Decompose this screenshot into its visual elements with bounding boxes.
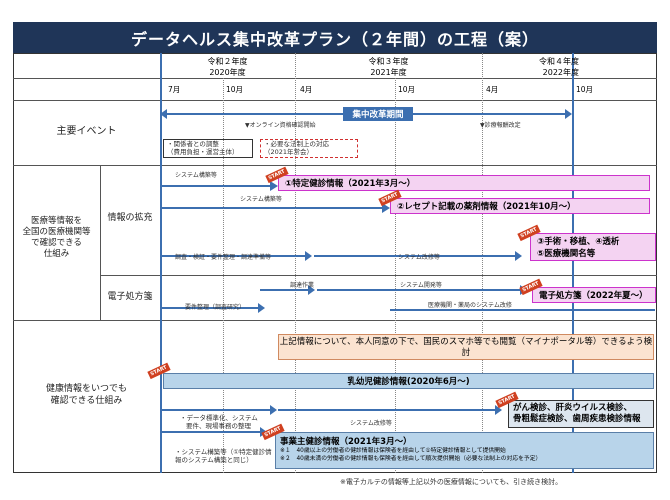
coordination-box: ・関係者との調整 （費用負担・運営主体） — [163, 139, 253, 158]
info-item-1: ①特定健診情報（2021年3月～） — [278, 175, 650, 191]
grid-line — [482, 53, 483, 473]
page-title: データヘルス集中改革プラン（２年間）の工程（案） — [13, 22, 657, 53]
month-label: 10月 — [398, 85, 416, 94]
cancer-line-2: 骨粗鬆症検診、歯周疾患検診情報 — [513, 414, 641, 424]
diagram-frame — [13, 53, 657, 473]
reform-period-label: 集中改革期間 — [343, 107, 413, 121]
grid-line — [13, 100, 657, 101]
sys-dev-label: システム開発等 — [400, 282, 442, 289]
info-item-5: ⑤医療機関名等 — [537, 249, 596, 259]
year-label: 2022年度 — [542, 68, 579, 77]
health-note-box: 上記情報について、本人同意の下で、国民のスマホ等でも閲覧（マイナポータル等）でき… — [278, 334, 654, 360]
grid-line — [13, 320, 657, 321]
online-start-label: ▼オンライン資格確認開始 — [245, 122, 316, 129]
info-item-3: ③手術・移植、④透析 — [537, 237, 620, 247]
standard-label-2: 要件、現場事務の整理 — [186, 422, 251, 430]
verify-label: 調達作業 — [290, 282, 315, 289]
info-item-3-5: ③手術・移植、④透析 ⑤医療機関名等 — [530, 233, 656, 261]
cancer-line-1: がん検診、肝炎ウイルス検診、 — [513, 403, 633, 413]
workplace-health-box: 事業主健診情報（2021年3月～） ※１ 40歳以上の労働者の健診情報は保険者を… — [275, 432, 654, 469]
category-health-info: 健康情報をいつでも 確認できる仕組み — [45, 384, 127, 406]
info-expand-arrows — [160, 181, 522, 261]
sys-mod-label: システム改修等 — [398, 254, 440, 261]
grid-line — [295, 53, 296, 473]
cancer-screening-box: がん検診、肝炎ウイルス検診、 骨粗鬆症検診、歯周疾患検診情報 — [508, 400, 654, 428]
workplace-note-2: ※２ 40歳未満の労働者の健診情報も保険者を経由して順次提供開始（必要な法制上の… — [280, 456, 542, 462]
infant-health-bar: 乳幼児健診情報(2020年6月～) — [163, 373, 654, 389]
year-label: 2020年度 — [209, 68, 246, 77]
remuneration-label: ▼診療報酬改定 — [480, 122, 521, 129]
year-header-2022: 令和４年度 2022年度 — [482, 56, 657, 78]
category-e-prescription: 電子処方箋 — [107, 292, 153, 302]
workplace-note-1: ※１ 40歳以上の労働者の健診情報は保険者を経由して①特定健診情報として提供開始 — [280, 448, 506, 454]
month-label: 10月 — [576, 85, 594, 94]
footnote: ※電子カルテの情報等上記以外の医療情報についても、引き続き検討。 — [340, 478, 563, 486]
category-medical-info: 医療等情報を 全国の医療機関等 で確認できる 仕組み — [22, 216, 91, 259]
year-era: 令和４年度 — [539, 57, 579, 66]
sys-build-label: システム構築等 — [240, 196, 282, 203]
category-info-expand: 情報の拡充 — [107, 213, 153, 223]
grid-line — [100, 165, 101, 320]
req-label: 要件整理（調査研究） — [185, 304, 246, 311]
info-item-2: ②レセプト記載の薬剤情報（2021年10月～） — [390, 198, 650, 214]
grid-line — [100, 275, 657, 276]
year-era: 令和３年度 — [368, 57, 409, 66]
grid-line — [13, 78, 657, 79]
year-label: 2021年度 — [370, 68, 407, 77]
period-start-line — [160, 53, 162, 473]
sys-mod-label: システム改修等 — [350, 420, 392, 427]
workplace-title: 事業主健診情報（2021年3月～） — [280, 437, 412, 447]
month-label: 4月 — [486, 85, 499, 94]
e-prescription-box: 電子処方箋（2022年夏～） — [532, 287, 656, 303]
sys-build-note: ・システム構築等（①特定健診情報のシステム構築と同じ） — [175, 448, 272, 464]
deploy-label: 医療機関・薬局のシステム改修 — [428, 302, 512, 309]
year-era: 令和２年度 — [207, 57, 248, 66]
year-header-2020: 令和２年度 2020年度 — [160, 56, 295, 78]
grid-line — [13, 165, 657, 166]
grid-line — [223, 78, 224, 473]
category-main-events: 主要イベント — [56, 126, 117, 137]
legal-box: ・必要な法制上の対応 （2021年常会） — [260, 139, 358, 158]
month-label: 10月 — [226, 85, 244, 94]
survey-label: 調査・検証・要件整理・調達準備等 — [175, 254, 272, 261]
standard-label-1: ・データ標準化、システム — [180, 414, 258, 422]
grid-line — [395, 78, 396, 473]
month-label: 7月 — [168, 85, 181, 94]
year-header-2021: 令和３年度 2021年度 — [295, 56, 482, 78]
period-end-line — [572, 53, 574, 473]
month-label: 4月 — [300, 85, 313, 94]
sys-build-label: システム構築等 — [175, 172, 217, 179]
